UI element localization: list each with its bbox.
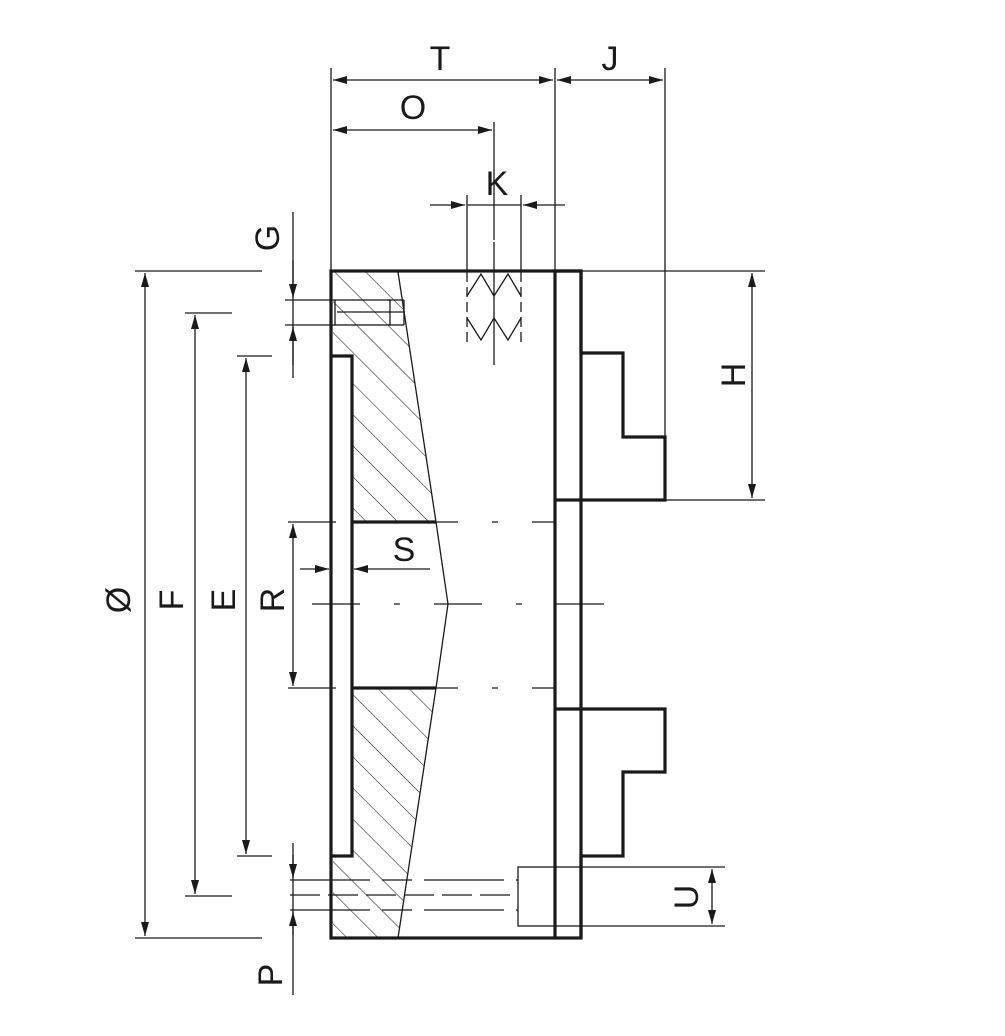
dimension-lines <box>141 76 756 936</box>
label-k: K <box>486 165 509 203</box>
center-lines <box>288 521 638 911</box>
serration-detail-k <box>466 242 522 365</box>
label-e: E <box>205 589 243 612</box>
label-p: P <box>252 964 290 987</box>
hatched-section-top <box>333 272 436 522</box>
label-s: S <box>393 531 416 569</box>
label-diameter: Ø <box>100 587 138 613</box>
hatched-section-bottom <box>333 688 436 938</box>
label-j: J <box>602 40 619 78</box>
label-g: G <box>249 225 287 251</box>
label-r: R <box>254 588 292 613</box>
label-h: H <box>715 363 753 388</box>
label-o: O <box>400 89 426 127</box>
label-f: F <box>153 590 191 611</box>
dimension-labels: T J O K S G H Ø F E R U P <box>100 40 753 986</box>
extension-lines <box>135 68 765 995</box>
label-u: U <box>668 885 706 910</box>
label-t: T <box>430 40 451 78</box>
